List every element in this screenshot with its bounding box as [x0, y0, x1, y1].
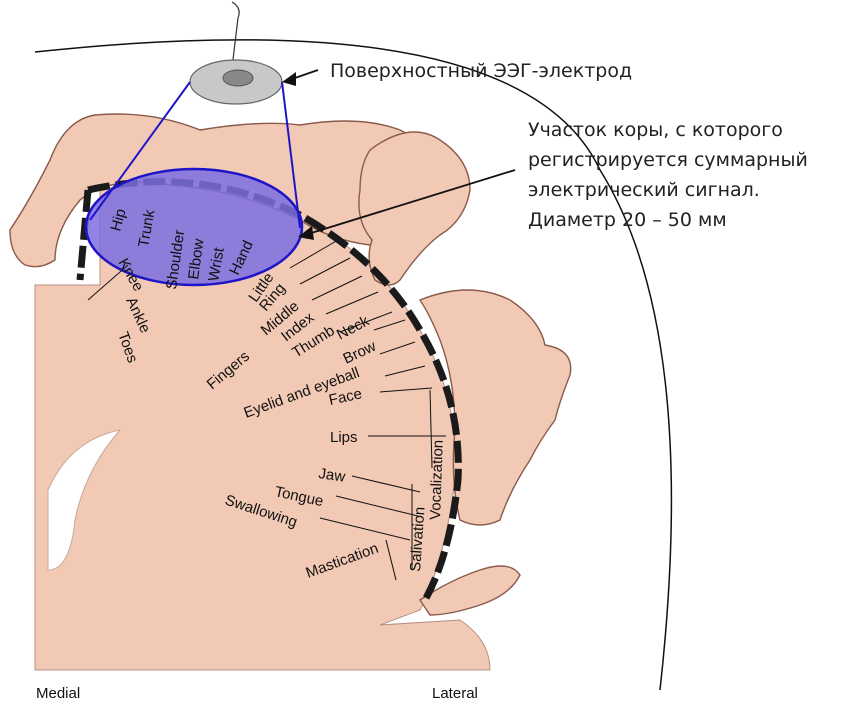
- label-medial: Medial: [36, 685, 80, 702]
- label-vocalization: Vocalization: [427, 440, 447, 521]
- annotation-cortex-line3: электрический сигнал.: [528, 179, 760, 201]
- annotation-cortex-line1: Участок коры, с которого: [528, 119, 783, 141]
- label-lateral: Lateral: [432, 685, 478, 702]
- electrode-wire-curve: [232, 2, 239, 18]
- label-lips: Lips: [330, 429, 358, 446]
- homunculus-hand: [359, 132, 470, 285]
- annotation-cortex-line2: регистрируется суммарный: [528, 149, 808, 171]
- electrode-disc-inner: [223, 70, 253, 86]
- annotation-cortex-line4: Диаметр 20 – 50 мм: [528, 209, 727, 231]
- annotation-electrode: Поверхностный ЭЭГ-электрод: [330, 60, 632, 82]
- electrode-arrow-head: [282, 72, 296, 86]
